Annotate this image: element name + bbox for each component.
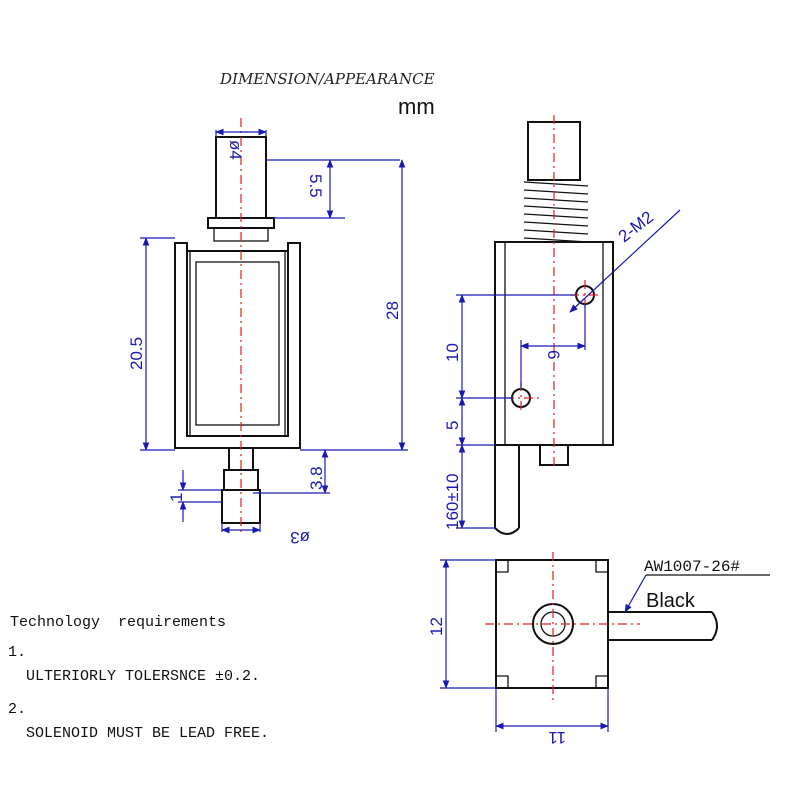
corner-notches [496,560,608,688]
dim-mount-hole-thread: 2-M2 [615,207,657,246]
dim-total-length: 28 [383,301,402,320]
dim-hole-offset: 6 [544,350,563,359]
coil-winding [195,261,280,426]
requirement-2-number: 2. [8,701,26,718]
dim-frame-height: 20.5 [127,337,146,370]
dim-bottom-width: 11 [548,728,566,747]
dim-plunger-extension: 5.5 [306,174,325,198]
wire-spec: AW1007-26# [644,558,740,576]
requirement-2-text: SOLENOID MUST BE LEAD FREE. [26,725,269,742]
dim-bottom-pin: 3.8 [307,466,326,490]
leader-mount-hole [569,209,681,313]
requirements: Technology requirements 1. ULTERIORLY TO… [8,614,269,742]
front-view: ø4 5.5 20.5 28 3.8 1 ø3 [127,118,408,547]
dim-hole-bottom: 5 [443,421,462,430]
requirement-1-number: 1. [8,644,26,661]
wire-color: Black [646,590,696,612]
unit-label: mm [398,94,435,119]
dim-bottom-disc-diameter: ø3 [290,528,310,547]
requirements-heading: Technology requirements [10,614,226,631]
drawing-title: DIMENSION/APPEARANCE [219,70,435,88]
lead-wire [494,527,520,535]
coil-body [189,250,286,437]
side-view: 2-M2 10 6 5 160±10 [443,115,681,535]
dim-bottom-height: 12 [427,617,446,636]
dim-bottom-disc-thickness: 1 [167,493,186,502]
spring [523,181,589,243]
side-plunger [527,121,581,181]
dim-plunger-diameter: ø4 [226,140,245,160]
u-frame [174,242,301,449]
bottom-view: AW1007-26# Black 12 11 [427,552,770,747]
wire-end [711,611,718,641]
dim-lead-length: 160±10 [443,473,462,530]
dim-hole-spacing: 10 [443,343,462,362]
requirement-1-text: ULTERIORLY TOLERSNCE ±0.2. [26,668,260,685]
